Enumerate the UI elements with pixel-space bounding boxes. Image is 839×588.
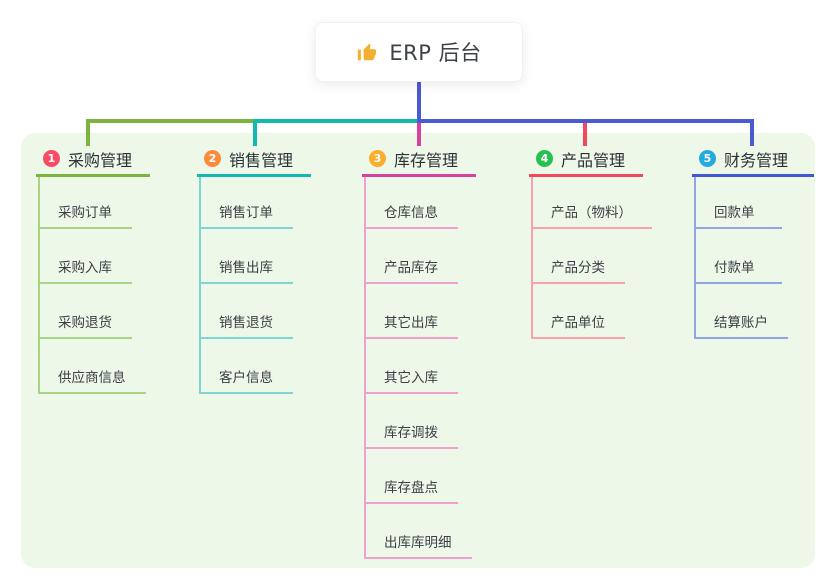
branch-2: 2 销售管理销售订单销售出库销售退货客户信息 (197, 146, 311, 394)
branch-header-2[interactable]: 2 销售管理 (197, 146, 311, 177)
child-node-label: 其它入库 (384, 370, 438, 386)
child-node-label: 其它出库 (384, 315, 438, 331)
child-node-label: 产品（物料） (551, 205, 632, 221)
branch-title: 财务管理 (724, 150, 789, 170)
connector-trunk (417, 82, 421, 123)
branch-number-badge: 5 (699, 150, 716, 167)
child-node[interactable]: 销售订单 (201, 177, 293, 229)
child-node-label: 产品库存 (384, 260, 438, 276)
child-node-label: 销售出库 (219, 260, 273, 276)
branch-3: 3 库存管理仓库信息产品库存其它出库其它入库库存调拨库存盘点出库库明细 (362, 146, 476, 559)
connector-stub-2 (253, 119, 257, 146)
child-node-label: 采购退货 (58, 315, 112, 331)
child-node-label: 结算账户 (714, 315, 768, 331)
child-node[interactable]: 采购订单 (40, 177, 132, 229)
child-node-label: 出库库明细 (384, 535, 452, 551)
background-panel (21, 133, 815, 568)
connector-stub-5 (750, 119, 754, 146)
child-node-label: 销售退货 (219, 315, 273, 331)
child-node[interactable]: 采购入库 (40, 229, 132, 284)
child-node-label: 付款单 (714, 260, 755, 276)
child-node[interactable]: 产品分类 (533, 229, 625, 284)
child-node[interactable]: 其它入库 (366, 339, 458, 394)
child-node-label: 销售订单 (219, 205, 273, 221)
branch-4: 4 产品管理产品（物料） 产品分类产品单位 (529, 146, 652, 339)
connector-segment-right (419, 119, 754, 123)
thumbs-up-icon (358, 43, 377, 61)
child-node[interactable]: 出库库明细 (366, 504, 472, 559)
connector-segment-middle (253, 119, 419, 123)
child-node-label: 供应商信息 (58, 370, 126, 386)
branch-children: 产品（物料） 产品分类产品单位 (531, 177, 652, 339)
connector-stub-4 (583, 123, 587, 146)
branch-children: 仓库信息产品库存其它出库其它入库库存调拨库存盘点出库库明细 (364, 177, 472, 559)
branch-header-5[interactable]: 5 财务管理 (692, 146, 814, 177)
branch-1: 1 采购管理采购订单采购入库采购退货供应商信息 (36, 146, 150, 394)
child-node-label: 回款单 (714, 205, 755, 221)
branch-header-4[interactable]: 4 产品管理 (529, 146, 643, 177)
child-node[interactable]: 销售出库 (201, 229, 293, 284)
connector-segment-left (86, 119, 253, 123)
child-node[interactable]: 产品单位 (533, 284, 625, 339)
child-node-label: 仓库信息 (384, 205, 438, 221)
child-node-label: 采购订单 (58, 205, 112, 221)
child-node[interactable]: 结算账户 (696, 284, 788, 339)
child-node-label: 库存调拨 (384, 425, 438, 441)
branch-number-badge: 2 (204, 150, 221, 167)
root-title: ERP 后台 (389, 41, 482, 65)
branch-title: 销售管理 (229, 150, 294, 170)
branch-children: 回款单付款单结算账户 (694, 177, 788, 339)
branch-children: 销售订单销售出库销售退货客户信息 (199, 177, 293, 394)
child-node[interactable]: 库存调拨 (366, 394, 458, 449)
branch-number-badge: 4 (536, 150, 553, 167)
child-node-label: 产品分类 (551, 260, 605, 276)
child-node[interactable]: 付款单 (696, 229, 782, 284)
child-node[interactable]: 其它出库 (366, 284, 458, 339)
branch-number-badge: 3 (369, 150, 386, 167)
root-node[interactable]: ERP 后台 (315, 22, 523, 82)
branch-title: 产品管理 (561, 150, 626, 170)
child-node-label: 库存盘点 (384, 480, 438, 496)
branch-header-3[interactable]: 3 库存管理 (362, 146, 476, 177)
child-node[interactable]: 采购退货 (40, 284, 132, 339)
child-node[interactable]: 销售退货 (201, 284, 293, 339)
connector-stub-3 (417, 123, 421, 146)
branch-title: 采购管理 (68, 150, 133, 170)
child-node-label: 采购入库 (58, 260, 112, 276)
child-node[interactable]: 客户信息 (201, 339, 293, 394)
child-node-label: 产品单位 (551, 315, 605, 331)
connector-stub-1 (86, 119, 90, 146)
child-node[interactable]: 回款单 (696, 177, 782, 229)
child-node[interactable]: 产品（物料） (533, 177, 652, 229)
branch-header-1[interactable]: 1 采购管理 (36, 146, 150, 177)
child-node[interactable]: 产品库存 (366, 229, 458, 284)
branch-title: 库存管理 (394, 150, 459, 170)
branch-number-badge: 1 (43, 150, 60, 167)
child-node[interactable]: 库存盘点 (366, 449, 458, 504)
branch-children: 采购订单采购入库采购退货供应商信息 (38, 177, 146, 394)
child-node[interactable]: 仓库信息 (366, 177, 458, 229)
child-node[interactable]: 供应商信息 (40, 339, 146, 394)
child-node-label: 客户信息 (219, 370, 273, 386)
branch-5: 5 财务管理回款单付款单结算账户 (692, 146, 814, 339)
